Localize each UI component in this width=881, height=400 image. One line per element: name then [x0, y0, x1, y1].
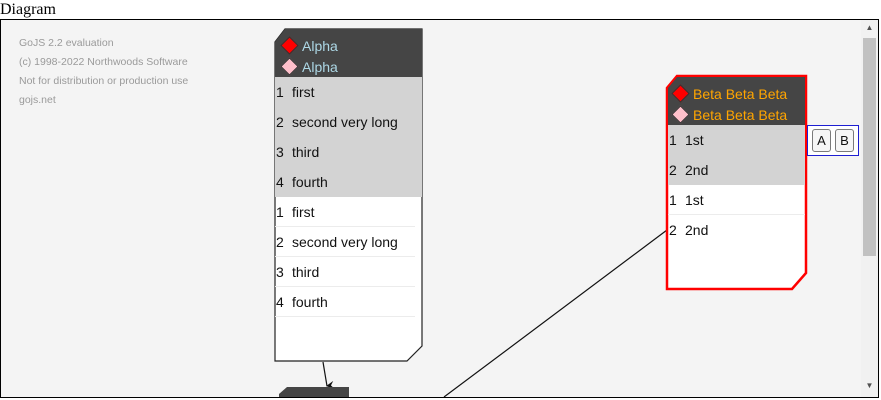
alpha-header-line: Alpha — [274, 56, 338, 77]
item-text: second very long — [292, 233, 398, 250]
links-layer — [322, 229, 668, 397]
list-item[interactable]: 3 third — [275, 137, 422, 167]
beta-header-line: Beta Beta Beta — [665, 104, 787, 125]
evaluation-watermark: GoJS 2.2 evaluation (c) 1998-2022 Northw… — [19, 34, 188, 110]
alpha-node[interactable]: Alpha Alpha 1 first 2 second very long 3 th… — [274, 28, 423, 362]
scroll-up-arrow-icon[interactable]: ▲ — [865, 23, 874, 32]
pink-diamond-icon — [671, 105, 690, 124]
item-text: third — [292, 144, 320, 160]
lower-node[interactable] — [279, 386, 351, 398]
scroll-down-arrow-icon[interactable]: ▼ — [865, 381, 874, 390]
list-item[interactable]: 3 third — [275, 257, 415, 287]
link-alpha-to-lower[interactable] — [322, 361, 335, 389]
list-item[interactable]: 1 first — [275, 77, 422, 107]
item-number: 1 — [276, 84, 284, 100]
list-item[interactable]: 2 2nd — [668, 215, 805, 244]
list-item[interactable]: 2 2nd — [668, 155, 805, 185]
beta-title: Beta Beta Beta — [693, 106, 788, 123]
item-number: 1 — [276, 203, 284, 220]
alpha-title: Alpha — [302, 37, 338, 54]
list-item[interactable]: 2 second very long — [275, 227, 415, 257]
diagram-canvas[interactable]: GoJS 2.2 evaluation (c) 1998-2022 Northw… — [0, 19, 879, 398]
item-number: 2 — [276, 114, 284, 130]
item-number: 4 — [276, 293, 284, 310]
list-item[interactable]: 2 second very long — [275, 107, 422, 137]
link-beta-to-lower[interactable] — [443, 229, 668, 397]
item-number: 2 — [276, 233, 284, 250]
beta-header-line: Beta Beta Beta — [665, 83, 787, 104]
vertical-scrollbar[interactable]: ▲ ▼ — [861, 20, 878, 397]
item-text: third — [292, 263, 320, 280]
item-text: fourth — [292, 174, 328, 190]
button-adornment: A B — [807, 125, 859, 156]
a-button[interactable]: A — [812, 129, 831, 152]
watermark-line: Not for distribution or production use — [19, 75, 189, 87]
list-item[interactable]: 1 1st — [668, 185, 805, 215]
item-number: 4 — [276, 174, 284, 190]
b-button[interactable]: B — [835, 129, 854, 152]
item-text: 2nd — [685, 162, 709, 178]
scrollbar-thumb[interactable] — [863, 38, 876, 256]
item-number: 3 — [276, 144, 284, 160]
pink-diamond-icon — [280, 57, 299, 76]
item-number: 3 — [276, 263, 284, 280]
item-text: 1st — [685, 191, 704, 208]
item-text: 2nd — [685, 221, 709, 238]
item-text: first — [292, 203, 315, 220]
beta-title: Beta Beta Beta — [693, 85, 788, 102]
page-heading: Diagram — [0, 1, 56, 18]
item-text: fourth — [292, 293, 328, 310]
item-text: second very long — [292, 114, 398, 130]
list-item[interactable]: 1 1st — [668, 125, 805, 155]
list-item[interactable]: 4 fourth — [275, 167, 422, 197]
item-number: 2 — [669, 162, 677, 178]
alpha-title: Alpha — [302, 58, 338, 75]
alpha-header-line: Alpha — [274, 35, 338, 56]
item-number: 2 — [669, 221, 677, 238]
list-item[interactable]: 4 fourth — [275, 287, 415, 317]
watermark-line: (c) 1998-2022 Northwoods Software — [19, 56, 188, 68]
item-number: 1 — [669, 132, 677, 148]
item-number: 1 — [669, 191, 677, 208]
watermark-line: GoJS 2.2 evaluation — [19, 37, 114, 49]
watermark-line: gojs.net — [19, 94, 56, 106]
list-item[interactable]: 1 first — [275, 197, 415, 227]
item-text: first — [292, 84, 315, 100]
red-diamond-icon — [280, 36, 299, 55]
red-diamond-icon — [671, 84, 690, 103]
item-text: 1st — [685, 132, 704, 148]
